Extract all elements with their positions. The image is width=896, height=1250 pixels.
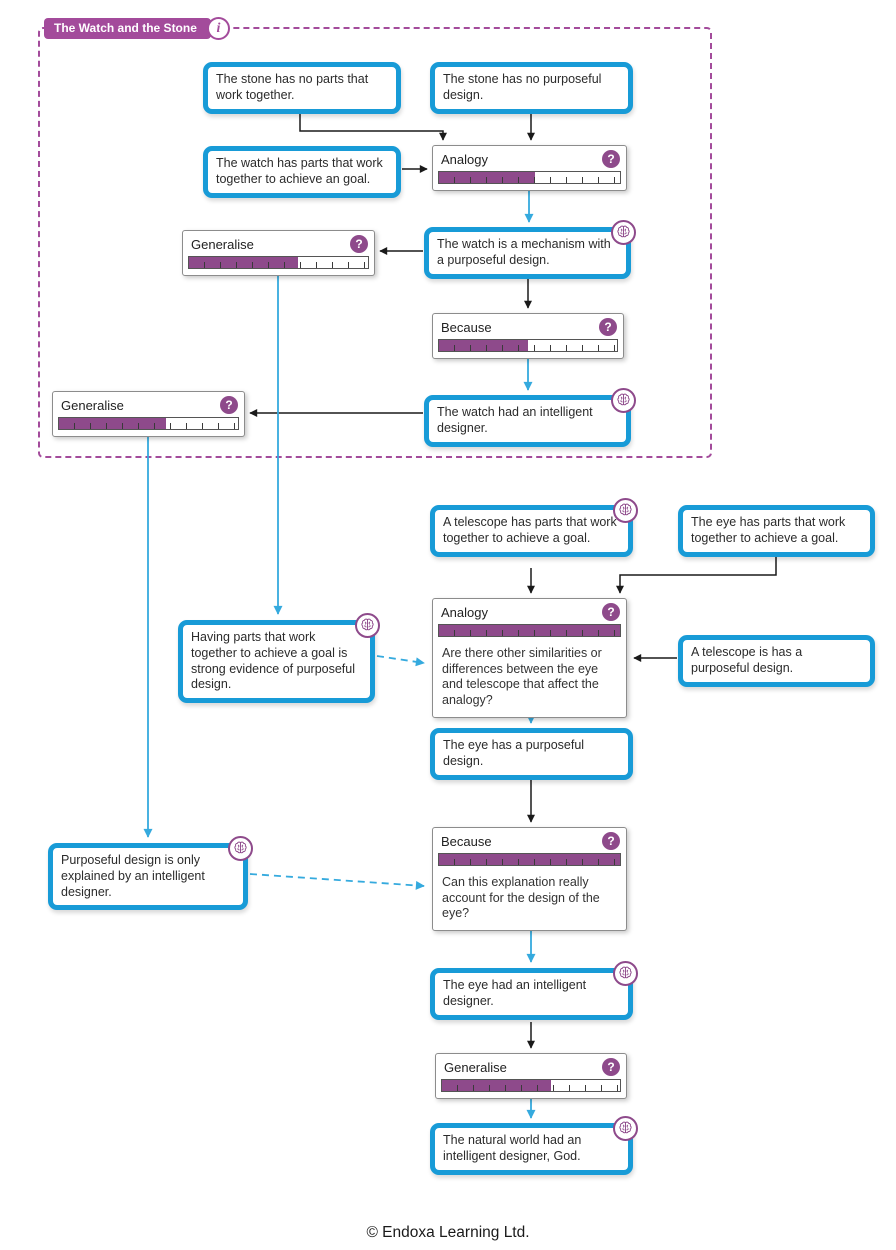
brain-icon[interactable]	[613, 961, 638, 986]
brain-icon[interactable]	[613, 498, 638, 523]
statement-eye-parts[interactable]: The eye has parts that work together to …	[678, 505, 875, 557]
confidence-slider[interactable]	[438, 339, 618, 352]
node-analogy-2[interactable]: Analogy ? Are there other similarities o…	[432, 598, 627, 718]
statement-text: The stone has no parts that work togethe…	[216, 72, 369, 102]
confidence-slider[interactable]	[441, 1079, 621, 1092]
slider-ticks	[439, 176, 620, 183]
node-label: Because	[441, 319, 492, 335]
statement-natural-world[interactable]: The natural world had an intelligent des…	[430, 1116, 638, 1175]
statement-watch-mechanism[interactable]: The watch is a mechanism with a purposef…	[424, 220, 636, 279]
slider-ticks	[59, 422, 238, 429]
help-icon[interactable]: ?	[602, 1058, 620, 1076]
brain-icon[interactable]	[355, 613, 380, 638]
statement-stone-no-design[interactable]: The stone has no purposeful design.	[430, 62, 633, 114]
node-label: Generalise	[444, 1059, 507, 1075]
statement-text: The natural world had an intelligent des…	[443, 1133, 582, 1163]
node-generalise-2[interactable]: Generalise ?	[52, 391, 245, 437]
statement-text: Having parts that work together to achie…	[191, 630, 355, 692]
statement-having-parts[interactable]: Having parts that work together to achie…	[178, 613, 380, 703]
help-icon[interactable]: ?	[602, 150, 620, 168]
help-icon[interactable]: ?	[602, 603, 620, 621]
slider-ticks	[439, 858, 620, 865]
group-title: The Watch and the Stone	[44, 18, 211, 39]
group-watch-stone-border	[38, 27, 712, 458]
slider-ticks	[442, 1084, 620, 1091]
statement-text: The eye has parts that work together to …	[691, 515, 846, 545]
statement-telescope-parts[interactable]: A telescope has parts that work together…	[430, 498, 638, 557]
statement-eye-designer[interactable]: The eye had an intelligent designer.	[430, 961, 638, 1020]
node-generalise-1[interactable]: Generalise ?	[182, 230, 375, 276]
statement-text: The watch has parts that work together t…	[216, 156, 383, 186]
confidence-slider[interactable]	[58, 417, 239, 430]
brain-icon[interactable]	[611, 220, 636, 245]
brain-icon[interactable]	[611, 388, 636, 413]
statement-text: The watch had an intelligent designer.	[437, 405, 593, 435]
brain-icon[interactable]	[228, 836, 253, 861]
slider-ticks	[189, 261, 368, 268]
node-question: Can this explanation really account for …	[442, 875, 600, 921]
confidence-slider[interactable]	[438, 624, 621, 637]
copyright-text: © Endoxa Learning Ltd.	[366, 1224, 530, 1241]
statement-watch-parts[interactable]: The watch has parts that work together t…	[203, 146, 401, 198]
node-label: Generalise	[191, 236, 254, 252]
statement-text: The eye has a purposeful design.	[443, 738, 585, 768]
statement-telescope-design[interactable]: A telescope is has a purposeful design.	[678, 635, 875, 687]
confidence-slider[interactable]	[438, 171, 621, 184]
info-icon[interactable]: i	[207, 17, 230, 40]
statement-watch-designer[interactable]: The watch had an intelligent designer.	[424, 388, 636, 447]
node-because-1[interactable]: Because ?	[432, 313, 624, 359]
slider-ticks	[439, 344, 617, 351]
statement-text: A telescope has parts that work together…	[443, 515, 617, 545]
statement-text: The eye had an intelligent designer.	[443, 978, 587, 1008]
help-icon[interactable]: ?	[220, 396, 238, 414]
statement-text: Purposeful design is only explained by a…	[61, 853, 205, 899]
brain-icon[interactable]	[613, 1116, 638, 1141]
confidence-slider[interactable]	[438, 853, 621, 866]
help-icon[interactable]: ?	[599, 318, 617, 336]
slider-ticks	[439, 629, 620, 636]
statement-text: A telescope is has a purposeful design.	[691, 645, 803, 675]
node-because-2[interactable]: Because ? Can this explanation really ac…	[432, 827, 627, 931]
node-label: Analogy	[441, 604, 488, 620]
statement-text: The watch is a mechanism with a purposef…	[437, 237, 611, 267]
help-icon[interactable]: ?	[350, 235, 368, 253]
statement-eye-design[interactable]: The eye has a purposeful design.	[430, 728, 633, 780]
statement-stone-no-parts[interactable]: The stone has no parts that work togethe…	[203, 62, 401, 114]
confidence-slider[interactable]	[188, 256, 369, 269]
node-label: Because	[441, 833, 492, 849]
node-generalise-3[interactable]: Generalise ?	[435, 1053, 627, 1099]
statement-purposeful-design[interactable]: Purposeful design is only explained by a…	[48, 836, 253, 911]
node-label: Analogy	[441, 151, 488, 167]
node-question: Are there other similarities or differen…	[442, 646, 602, 707]
node-analogy-1[interactable]: Analogy ?	[432, 145, 627, 191]
node-label: Generalise	[61, 397, 124, 413]
help-icon[interactable]: ?	[602, 832, 620, 850]
statement-text: The stone has no purposeful design.	[443, 72, 602, 102]
